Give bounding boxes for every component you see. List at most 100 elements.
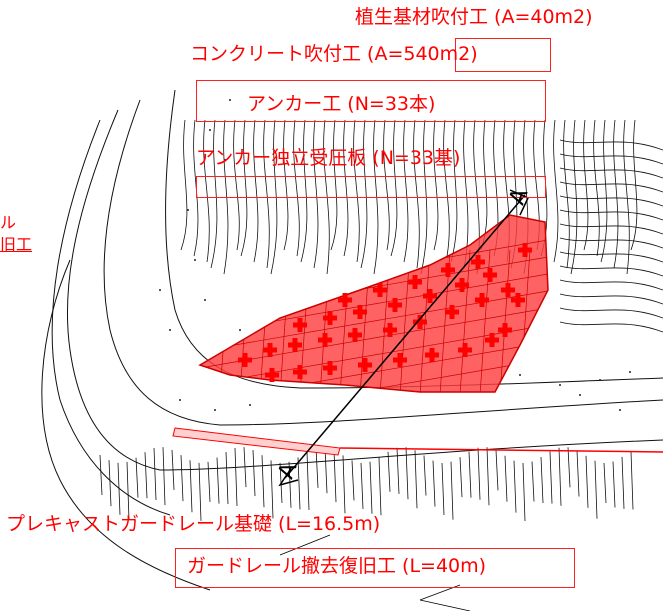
anchor-cross — [427, 289, 433, 303]
hatch-line — [594, 460, 598, 519]
hatch-line — [306, 451, 310, 510]
dot — [579, 394, 581, 396]
contour-line — [559, 307, 663, 319]
dot — [229, 99, 231, 101]
left-edge-label-bottom: 旧工 — [0, 235, 33, 254]
dot — [599, 379, 601, 381]
contour-line — [559, 195, 663, 207]
contour-line — [623, 119, 630, 275]
contour-line — [563, 119, 570, 269]
hatch-line — [234, 447, 238, 506]
hatch-line — [378, 457, 382, 516]
hatch-line — [99, 454, 103, 496]
dot — [629, 371, 631, 373]
contour-line — [443, 119, 450, 257]
hatch-line — [603, 462, 607, 504]
contour-line — [570, 119, 578, 275]
anchor-cross — [387, 323, 393, 337]
ground-dots — [159, 99, 631, 411]
dot — [179, 399, 181, 401]
grid-line — [499, 249, 511, 392]
contour-line — [240, 119, 248, 257]
anchor-cross — [515, 293, 521, 307]
anchor-cross — [297, 365, 303, 379]
contour-line — [343, 119, 349, 257]
contour-line — [180, 119, 188, 251]
hatch-line — [333, 450, 337, 503]
dot — [194, 259, 196, 261]
anchor-cross — [327, 311, 333, 325]
dot — [169, 329, 171, 331]
grid-line — [200, 307, 548, 369]
seed-spray-box — [455, 38, 551, 72]
anchor-cross — [377, 283, 383, 297]
hatch-line — [450, 461, 454, 520]
dot — [214, 409, 216, 411]
dot — [619, 409, 621, 411]
hatch-line — [342, 455, 346, 514]
contour-line — [283, 119, 289, 251]
hatch-line — [432, 460, 436, 507]
dot — [204, 299, 206, 301]
anchor-cross — [522, 243, 528, 257]
anchor-cross — [462, 343, 468, 357]
lower-slope-hatching — [99, 447, 634, 521]
anchor-cross — [327, 361, 333, 375]
anchor-cross — [242, 353, 248, 367]
contour-line — [559, 167, 663, 179]
contour-line — [559, 153, 663, 165]
section-line-a-a — [278, 189, 530, 487]
hatch-line — [387, 451, 391, 492]
anchor-plate-label: アンカー独立受圧板 (N=33基) — [196, 147, 461, 169]
anchor-cross — [475, 255, 481, 269]
hatch-line — [369, 461, 373, 514]
dot — [559, 384, 561, 386]
anchor-cross — [322, 333, 328, 347]
anchor-cross — [445, 263, 451, 277]
hatch-line — [324, 447, 328, 494]
hatch-line — [108, 460, 112, 507]
hatch-line — [576, 450, 580, 497]
contour-line — [223, 119, 229, 275]
anchor-cross — [449, 305, 455, 319]
contour-line — [270, 119, 278, 275]
contour-line — [630, 119, 638, 251]
anchor-cross — [352, 328, 358, 342]
contour-line — [600, 119, 608, 263]
hatch-line — [297, 457, 301, 510]
anchor-cross — [269, 368, 275, 382]
hatch-line — [504, 455, 508, 502]
contour-line — [593, 119, 600, 257]
left-edge-label-top: ル — [0, 213, 17, 232]
hatch-line — [630, 451, 634, 510]
anchor-plate-box — [196, 176, 546, 198]
anchor-cross — [417, 315, 423, 329]
anchor-cross — [489, 333, 495, 347]
anchor-cross — [292, 338, 298, 352]
contour-line — [330, 119, 338, 251]
anchor-cross — [297, 318, 303, 332]
concrete-spray-box — [196, 80, 546, 122]
guardrail-removal-box — [175, 548, 575, 588]
hatch-line — [216, 457, 220, 504]
hatch-line — [180, 455, 184, 502]
hatch-line — [243, 447, 247, 488]
hatch-line — [207, 461, 211, 502]
hatch-line — [162, 447, 166, 506]
precast-guardrail-label: プレキャストガードレール基礎 (L=16.5m) — [6, 513, 381, 535]
hatch-line — [315, 447, 319, 488]
contour-lines — [180, 119, 663, 333]
hatch-line — [540, 457, 544, 504]
anchor-cross — [397, 353, 403, 367]
hatch-line — [423, 455, 427, 496]
dot — [187, 209, 189, 211]
dot — [224, 159, 226, 161]
contour-line — [559, 181, 663, 193]
contour-line — [233, 119, 240, 251]
hatch-line — [567, 447, 571, 488]
anchor-cross — [362, 358, 368, 372]
contour-line — [210, 119, 218, 269]
hatch-line — [126, 461, 130, 520]
contour-line — [253, 119, 259, 263]
hatch-line — [495, 450, 499, 491]
